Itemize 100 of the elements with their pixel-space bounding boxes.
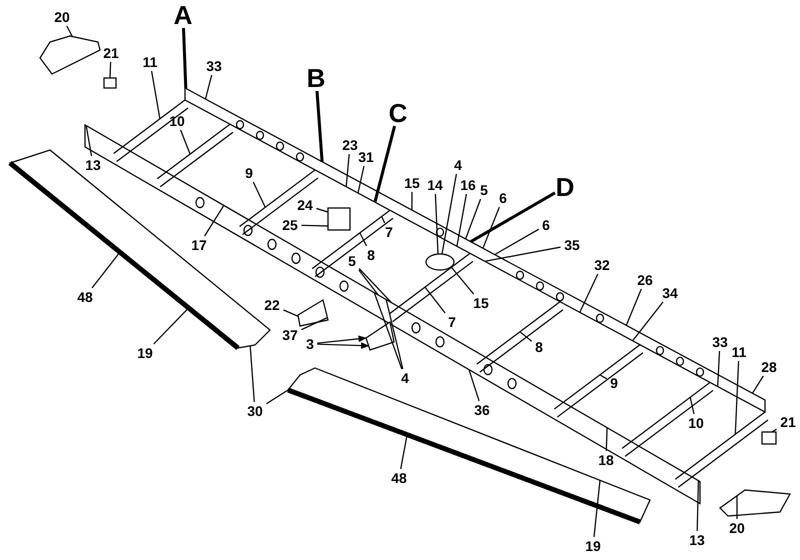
leader-line (632, 302, 664, 342)
callout-number: 14 (427, 178, 443, 192)
callout-number: 6 (542, 218, 550, 232)
callout-number: 9 (245, 166, 253, 180)
callout-number: 33 (712, 335, 728, 349)
callout-number: 11 (142, 55, 158, 69)
callout-number: 34 (662, 286, 678, 300)
callout-number: 3 (306, 337, 314, 351)
wing-rib (554, 344, 644, 418)
leader-line (386, 299, 404, 370)
leader-line (204, 74, 212, 100)
callout-number: 5 (480, 183, 488, 197)
callout-number: 11 (732, 345, 746, 359)
callout-number: 36 (474, 403, 490, 417)
callout-number: 8 (535, 340, 543, 354)
leader-line (316, 90, 324, 162)
leader-line (92, 252, 120, 288)
leader-line (690, 397, 695, 414)
leader-line (153, 307, 190, 344)
section-letter: A (174, 2, 192, 28)
leader-line (358, 268, 392, 304)
tip-bracket (103, 77, 117, 89)
leader-line (484, 246, 561, 262)
callout-number: 21 (103, 46, 119, 60)
leader-line (317, 342, 370, 349)
leader-line (266, 390, 288, 404)
leader-line (456, 194, 467, 246)
callout-number: 19 (585, 539, 601, 553)
leader-line (252, 182, 266, 208)
wing-rib (113, 100, 188, 162)
callout-number: 7 (385, 225, 393, 239)
leader-line (772, 428, 777, 432)
leader-line (626, 288, 642, 326)
leader-line (696, 480, 699, 532)
callout-number: 48 (77, 290, 93, 304)
leader-line (86, 126, 92, 156)
leader-line (600, 374, 608, 380)
leader-line (359, 232, 368, 246)
tip-bracket (761, 431, 777, 445)
leader-line (736, 496, 738, 519)
callout-number: 15 (404, 176, 420, 190)
leader-line (66, 26, 73, 37)
leader-line (151, 70, 160, 119)
callout-number: 37 (282, 328, 298, 342)
callout-number: 26 (637, 273, 653, 287)
section-letter: D (556, 174, 574, 200)
callout-number: 32 (594, 258, 610, 272)
leader-line (373, 126, 396, 203)
leader-line (424, 286, 446, 314)
leader-line (301, 317, 328, 330)
leader-line (465, 198, 482, 240)
section-letter: B (306, 65, 326, 91)
leader-line (434, 194, 439, 254)
callout-number: 33 (206, 59, 222, 73)
callout-number: 20 (729, 521, 745, 535)
leader-line (381, 216, 386, 224)
callout-number: 13 (85, 158, 101, 172)
leader-line (357, 166, 365, 194)
callout-number: 25 (282, 218, 298, 232)
leader-line (717, 350, 720, 387)
callout-number: 16 (460, 178, 476, 192)
callout-number: 5 (348, 254, 356, 268)
leader-line (358, 270, 378, 296)
leader-line (400, 434, 408, 470)
leader-line (494, 228, 540, 256)
callout-number: 21 (780, 415, 796, 429)
leader-line (301, 224, 328, 227)
callout-number: 7 (448, 315, 456, 329)
wing-rib (239, 169, 318, 236)
leader-line (606, 428, 608, 452)
leader-line (283, 309, 298, 317)
callout-number: 23 (342, 138, 358, 152)
hinge-bracket (297, 299, 329, 327)
wing-rib (312, 210, 394, 278)
leader-line (482, 206, 500, 249)
leader-line (109, 62, 112, 78)
callout-number: 6 (499, 191, 507, 205)
callout-number: 22 (264, 298, 280, 312)
callout-number: 30 (247, 404, 263, 418)
leader-line (593, 480, 601, 538)
leader-line (316, 208, 328, 213)
leader-line (411, 192, 413, 210)
leader-line (520, 331, 532, 342)
leader-line (346, 154, 350, 187)
callout-number: 10 (688, 416, 704, 430)
leader-line (752, 376, 764, 394)
leader-line (468, 369, 480, 402)
hinge-bracket (365, 321, 395, 351)
leader-line (579, 274, 598, 313)
callout-number: 35 (564, 238, 580, 252)
callout-number: 8 (367, 248, 375, 262)
callout-number: 31 (358, 150, 374, 164)
leader-line (204, 205, 224, 236)
leader-line (374, 292, 402, 370)
callout-number: 9 (610, 376, 618, 390)
callout-number: 15 (473, 296, 489, 310)
callout-number: 28 (761, 360, 777, 374)
leader-line (180, 130, 191, 154)
leader-line (470, 192, 556, 243)
leader-line (450, 266, 474, 294)
